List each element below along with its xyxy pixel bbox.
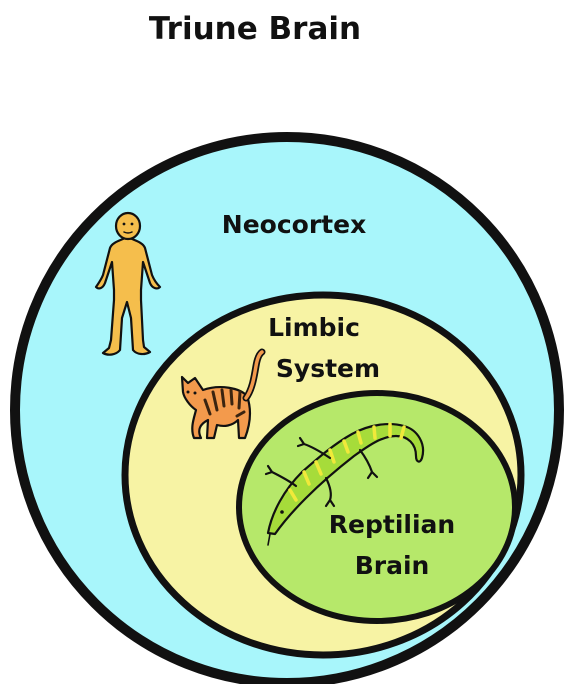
neocortex-label: Neocortex [222,210,366,239]
limbic-label-line-1: Limbic [268,313,360,342]
reptilian-label-line-2: Brain [355,551,430,580]
diagram-title: Triune Brain [149,11,361,47]
reptilian-label-line-1: Reptilian [329,510,455,539]
limbic-label-line-2: System [276,354,380,383]
